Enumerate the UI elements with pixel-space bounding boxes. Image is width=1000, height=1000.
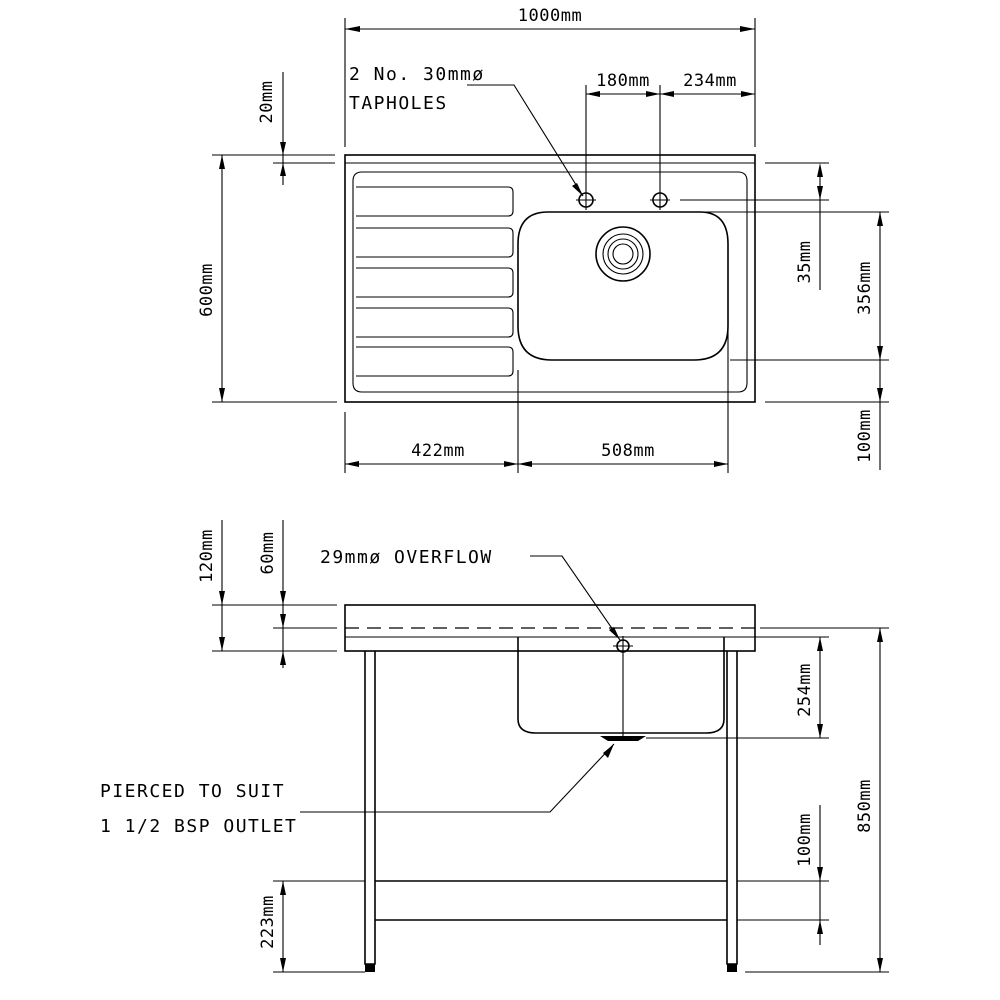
drainer-groove: [356, 307, 514, 338]
dim-tap-setback-label: 35mm: [795, 241, 815, 284]
waste-outlet: [595, 226, 651, 282]
dim-bowl-height-label: 254mm: [795, 663, 815, 717]
overflow-mark: [613, 636, 633, 656]
dim-depth-label: 600mm: [197, 263, 217, 317]
drainer-groove: [356, 346, 514, 377]
dim-front: 100mm: [765, 360, 889, 470]
dim-depth: 600mm: [197, 154, 337, 403]
elevation-bowl: [517, 637, 725, 734]
tapholes-note: 2 No. 30mmø TAPHOLES: [349, 64, 584, 197]
outlet-note-line2: 1 1/2 BSP OUTLET: [100, 816, 297, 837]
legs: [364, 651, 738, 972]
outlet-note-line1: PIERCED TO SUIT: [100, 781, 285, 802]
dim-width-label: 1000mm: [518, 6, 582, 26]
undershelf: [375, 880, 727, 921]
dim-splashback-label: 120mm: [197, 529, 217, 583]
plan-view: 1000mm 180mm 234mm 2 No. 30mmø TAPHOLES: [197, 6, 889, 473]
outlet-note: PIERCED TO SUIT 1 1/2 BSP OUTLET: [100, 743, 615, 837]
dim-drainer-bowl: 422mm 508mm: [344, 330, 729, 473]
dim-tap-offset-label: 234mm: [683, 71, 737, 91]
tapholes-note-line2: TAPHOLES: [349, 93, 448, 114]
tapholes-note-line1: 2 No. 30mmø: [349, 64, 485, 85]
benchtop-outline: [344, 154, 756, 403]
leg-left: [364, 651, 376, 965]
dim-front-label: 100mm: [855, 409, 875, 463]
dim-edge: 20mm: [257, 72, 335, 185]
pressed-top-outline: [352, 171, 748, 393]
dim-tap-spacing: 180mm 234mm: [585, 71, 755, 190]
dim-shelf-height: 223mm: [258, 880, 365, 973]
dim-overall-width: 1000mm: [344, 6, 756, 147]
drainer-groove: [356, 267, 514, 298]
dim-shelf-height-label: 223mm: [258, 895, 278, 949]
drainer-grooves: [356, 186, 514, 377]
dim-splashback: 120mm: [197, 520, 337, 652]
dim-shelf-gap: 100mm: [737, 805, 829, 945]
dim-edge-label: 20mm: [257, 81, 277, 124]
dim-tap-setback: 35mm: [680, 162, 829, 290]
dim-height: 850mm: [745, 627, 889, 973]
elevation-view: 120mm 60mm 29mmø OVERFLOW 254mm: [100, 520, 889, 973]
dim-top-label: 60mm: [258, 532, 278, 575]
dim-bowl-depth: 356mm: [692, 211, 889, 361]
dim-tap-spacing-label: 180mm: [596, 71, 650, 91]
dim-shelf-gap-label: 100mm: [795, 813, 815, 867]
tapholes: [576, 190, 670, 210]
dim-top: 60mm: [258, 520, 337, 668]
leg-right: [726, 651, 738, 965]
dim-bowl-height: 254mm: [646, 636, 829, 739]
overflow-note-label: 29mmø OVERFLOW: [320, 547, 493, 568]
overflow-note: 29mmø OVERFLOW: [320, 547, 621, 641]
sink-bowl: [517, 211, 729, 361]
dim-bowl-width-label: 508mm: [601, 441, 655, 461]
dim-drainer-label: 422mm: [411, 441, 465, 461]
dim-height-label: 850mm: [855, 779, 875, 833]
drainer-groove: [356, 227, 514, 258]
dim-bowl-depth-label: 356mm: [855, 261, 875, 315]
drainer-groove: [356, 186, 514, 217]
